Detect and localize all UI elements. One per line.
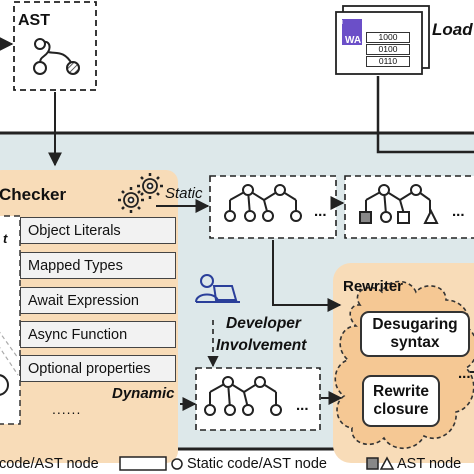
ast-label: AST (18, 12, 50, 29)
developer-icon (195, 274, 240, 303)
checker-region (0, 170, 178, 463)
binary-row: 0100 (366, 44, 410, 55)
desugaring-line1: Desugaring (372, 316, 458, 334)
load-connector (376, 76, 474, 154)
rewriter-title: Rewriter (343, 278, 404, 295)
checker-item: Async Function (20, 321, 176, 348)
wasm-icon (342, 19, 362, 45)
legend-item-1: code/AST node (0, 456, 99, 472)
ellipsis-cloud: ... (458, 365, 471, 382)
static-tree-2 (359, 184, 439, 224)
checker-side-letter: t (3, 231, 8, 246)
checker-title: Checker (0, 185, 67, 204)
developer-line1: Developer (226, 315, 301, 332)
ellipsis-dynamic: ... (296, 397, 309, 414)
legend (119, 456, 395, 471)
checker-item: Object Literals (20, 217, 176, 244)
checker-item: Mapped Types (20, 252, 176, 279)
checker-inner-box (0, 215, 21, 425)
legend-item-2: Static code/AST node (187, 456, 327, 472)
dynamic-label: Dynamic (112, 385, 175, 402)
ast-tree-icon (33, 38, 80, 75)
ellipsis-static-2: ... (452, 203, 465, 220)
binary-row: 0110 (366, 56, 410, 67)
to-rewriter-arrow (272, 240, 342, 312)
binary-row: 1000 (366, 32, 410, 43)
checker-more: ...... (52, 401, 82, 417)
legend-item-3: AST node (397, 456, 462, 472)
desugaring-line2: syntax (390, 334, 440, 351)
wasm-badge: WA (345, 35, 362, 46)
ellipsis-static-1: ... (314, 203, 327, 220)
dynamic-tree (204, 376, 282, 416)
checker-item: Await Expression (20, 287, 176, 314)
checker-item: Optional properties (20, 355, 176, 382)
static-label: Static (165, 185, 203, 202)
static-tree-1 (224, 184, 302, 222)
rewrite-line2: closure (373, 401, 429, 418)
gear-icon (118, 173, 163, 213)
developer-line2: Involvement (216, 337, 307, 354)
rewrite-line1: Rewrite (373, 383, 429, 401)
load-label: Load (432, 20, 473, 39)
ast-box (13, 1, 97, 91)
